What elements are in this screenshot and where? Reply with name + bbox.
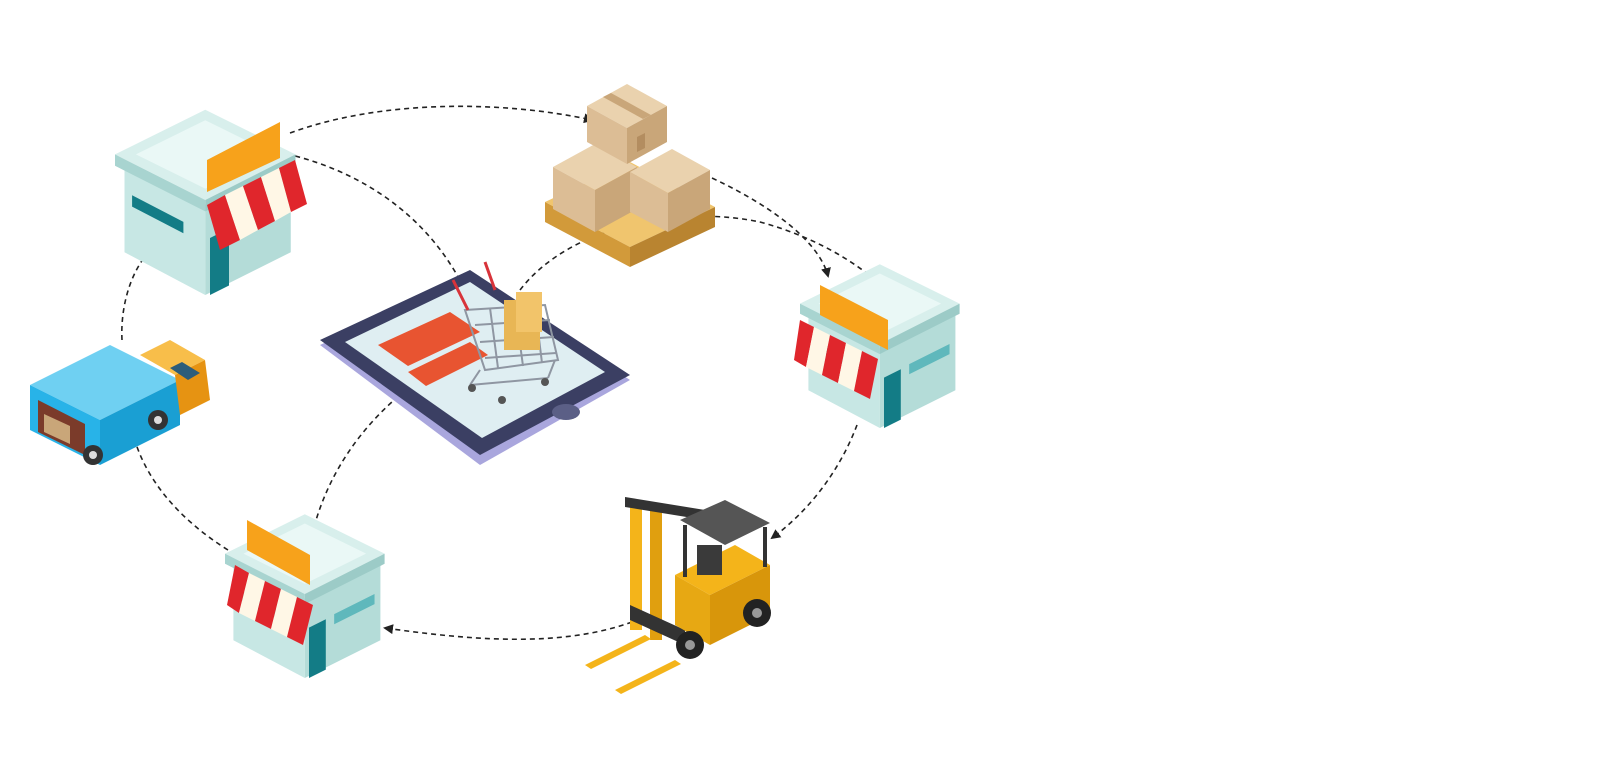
store-icon xyxy=(794,264,960,428)
arrow-store-bottom-to-truck xyxy=(133,434,228,550)
truck-icon xyxy=(30,340,210,465)
store-icon xyxy=(115,110,307,295)
smartphone-cart-icon xyxy=(320,262,630,465)
arrow-store-right-to-forklift xyxy=(772,425,857,538)
arrow-forklift-to-store-bottom xyxy=(385,622,632,639)
arrow-boxes-to-store-right xyxy=(712,178,828,276)
boxes-pallet-icon xyxy=(545,84,715,267)
forklift-icon xyxy=(585,497,771,694)
arrow-store-to-boxes xyxy=(290,106,592,133)
store-icon xyxy=(225,514,385,678)
